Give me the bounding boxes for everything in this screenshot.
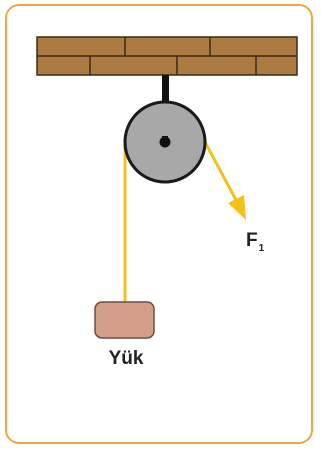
figure-frame: [5, 4, 313, 444]
ceiling-bricks: [36, 36, 298, 76]
load-label: Yük: [109, 348, 144, 369]
force-label-subscript: 1: [259, 243, 265, 254]
force-label: F1: [246, 230, 265, 254]
force-label-main: F: [246, 230, 258, 251]
rope-right: [203, 141, 238, 201]
force-arrow-head: [228, 195, 246, 220]
load-block: [94, 301, 155, 339]
